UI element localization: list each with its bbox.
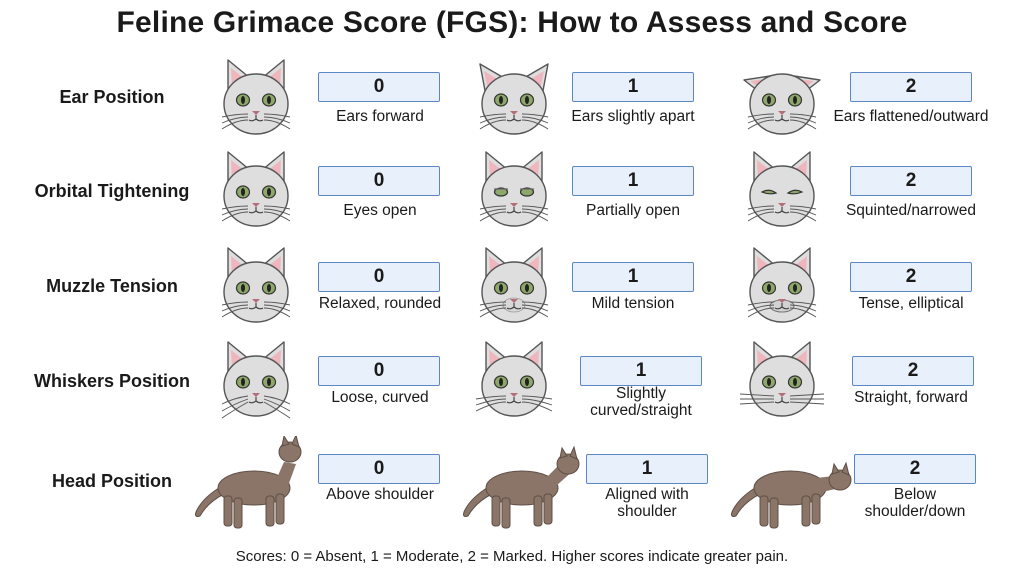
score-box: 2	[852, 356, 974, 386]
score-box: 2	[854, 454, 976, 484]
cat-face-icon	[739, 338, 825, 427]
cat-face-icon	[740, 244, 824, 333]
cat-face-icon	[472, 56, 556, 145]
cat-face-icon	[214, 244, 298, 333]
cat-face-icon	[472, 244, 556, 333]
score-description: Ears forward	[336, 108, 424, 125]
cat-body-icon	[728, 436, 858, 537]
score-description: Ears flattened/outward	[833, 108, 989, 125]
cat-face-icon	[214, 148, 298, 237]
score-box: 1	[586, 454, 708, 484]
row-label: Muzzle Tension	[46, 276, 178, 296]
score-description: Slightly curved/straight	[590, 385, 692, 419]
score-description: Below shoulder/down	[864, 486, 966, 520]
score-description: Squinted/narrowed	[845, 202, 977, 219]
page-title: Feline Grimace Score (FGS): How to Asses…	[116, 6, 908, 39]
score-box: 0	[318, 72, 440, 102]
row-label: Whiskers Position	[33, 371, 191, 391]
score-box: 0	[318, 166, 440, 196]
row-label: Ear Position	[59, 87, 165, 107]
score-description: Eyes open	[343, 202, 417, 219]
score-description: Loose, curved	[331, 389, 429, 406]
score-box: 2	[850, 166, 972, 196]
score-description: Tense, elliptical	[858, 295, 964, 312]
cat-face-icon	[740, 148, 824, 237]
footer-note: Scores: 0 = Absent, 1 = Moderate, 2 = Ma…	[235, 548, 789, 565]
score-box: 2	[850, 262, 972, 292]
score-box: 1	[580, 356, 702, 386]
cat-body-icon	[460, 436, 590, 537]
cat-body-icon	[192, 433, 322, 537]
score-description: Ears slightly apart	[571, 108, 695, 125]
cat-face-icon	[472, 148, 556, 237]
score-box: 1	[572, 262, 694, 292]
score-box: 0	[318, 356, 440, 386]
score-description: Aligned with shoulder	[605, 486, 689, 520]
score-box: 0	[318, 262, 440, 292]
score-description: Above shoulder	[326, 486, 434, 503]
cat-face-icon	[214, 338, 298, 427]
score-box: 2	[850, 72, 972, 102]
cat-face-icon	[740, 56, 824, 145]
cat-face-icon	[472, 338, 556, 427]
score-description: Straight, forward	[854, 389, 968, 406]
score-box: 0	[318, 454, 440, 484]
score-description: Partially open	[586, 202, 680, 219]
score-box: 1	[572, 72, 694, 102]
cat-face-icon	[214, 56, 298, 145]
row-label: Orbital Tightening	[34, 181, 190, 201]
score-description: Mild tension	[591, 295, 675, 312]
score-description: Relaxed, rounded	[318, 295, 442, 312]
score-box: 1	[572, 166, 694, 196]
row-label: Head Position	[51, 471, 172, 491]
